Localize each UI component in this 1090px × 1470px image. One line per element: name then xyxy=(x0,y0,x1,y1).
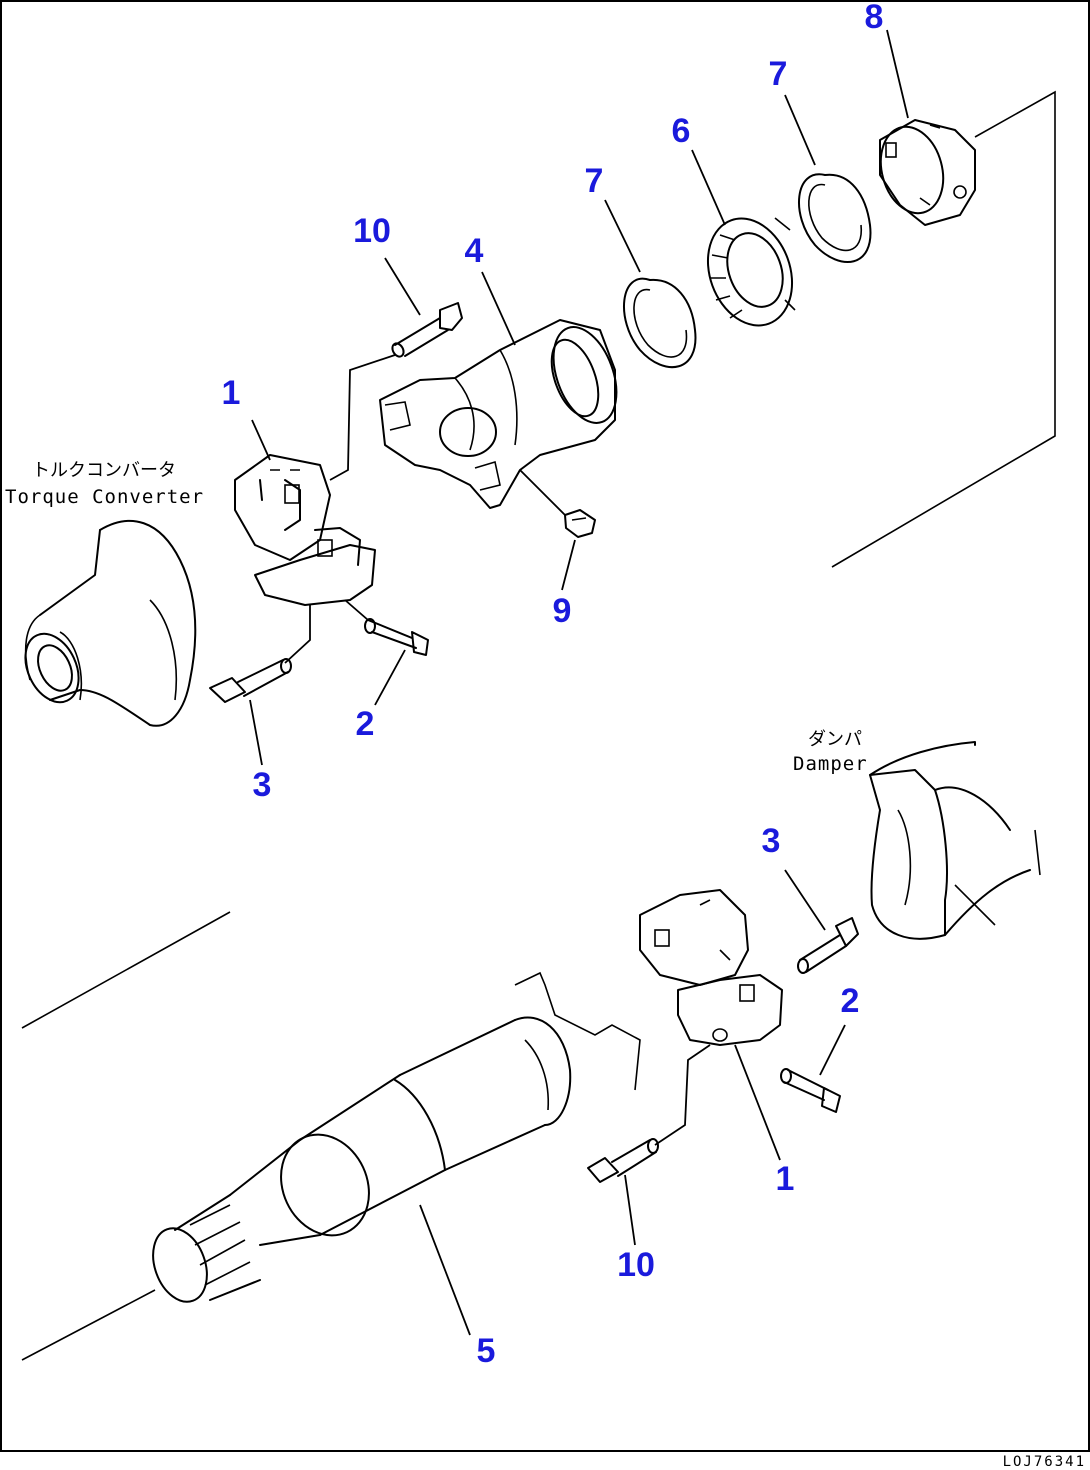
part-6-drawing xyxy=(706,217,796,327)
leader-10-bottom xyxy=(624,1044,711,1246)
torque-converter-drawing xyxy=(24,519,197,727)
bottom-center-line-upper xyxy=(21,911,231,1029)
bottom-shaft-bracket-line xyxy=(514,971,641,1091)
part-10-top-drawing xyxy=(391,302,463,358)
part-9-drawing xyxy=(564,509,596,538)
damper-label-en: Damper xyxy=(793,753,868,775)
callout-2-top[interactable]: 2 xyxy=(356,705,375,743)
callout-1-bottom[interactable]: 1 xyxy=(776,1160,795,1198)
torque-converter-label-en: Torque Converter xyxy=(5,486,204,508)
part-4-drawing xyxy=(379,319,618,509)
leader-1-bottom xyxy=(734,1044,781,1161)
callout-1-top[interactable]: 1 xyxy=(222,374,241,412)
leader-6 xyxy=(691,149,726,226)
callout-3-top[interactable]: 3 xyxy=(253,766,272,804)
leader-9 xyxy=(519,469,576,591)
callout-2-bottom[interactable]: 2 xyxy=(841,982,860,1020)
part-2-top-drawing xyxy=(364,618,429,656)
callout-4[interactable]: 4 xyxy=(465,232,484,270)
callout-6[interactable]: 6 xyxy=(672,112,691,150)
callout-10-top[interactable]: 10 xyxy=(353,212,391,250)
part-3-top-drawing xyxy=(209,658,292,703)
part-5-drawing xyxy=(152,1016,572,1303)
drawing-code: LOJ76341 xyxy=(1003,1454,1086,1470)
part-2-bottom-drawing xyxy=(780,1068,841,1113)
leader-2-top xyxy=(344,599,406,706)
leader-3-top xyxy=(249,605,311,766)
leader-7-left xyxy=(604,199,641,273)
callout-7-left[interactable]: 7 xyxy=(585,162,604,200)
damper-label-jp: ダンパ xyxy=(808,729,862,750)
part-8-drawing xyxy=(879,119,976,226)
top-shaft-bracket-line xyxy=(831,90,1056,568)
leader-3-bottom xyxy=(784,869,826,931)
callout-8[interactable]: 8 xyxy=(865,0,884,36)
torque-converter-label-jp: トルクコンバータ xyxy=(32,460,176,481)
leader-5 xyxy=(419,1204,471,1336)
callout-7-right[interactable]: 7 xyxy=(769,55,788,93)
callout-3-bottom[interactable]: 3 xyxy=(762,822,781,860)
leader-1-top xyxy=(251,419,271,461)
part-10-bottom-drawing xyxy=(587,1138,659,1183)
leader-10-top xyxy=(329,257,421,481)
callout-5[interactable]: 5 xyxy=(477,1332,496,1370)
leader-8 xyxy=(886,29,909,119)
part-7-right-drawing xyxy=(798,173,872,263)
leader-2-bottom xyxy=(819,1024,846,1076)
part-1-top-drawing xyxy=(234,454,376,606)
part-1-bottom-drawing xyxy=(639,889,783,1046)
leader-4 xyxy=(481,271,516,346)
damper-drawing xyxy=(869,741,1041,940)
callout-9[interactable]: 9 xyxy=(553,592,572,630)
leader-7-right xyxy=(784,94,816,166)
callout-10-bottom[interactable]: 10 xyxy=(617,1246,655,1284)
part-3-bottom-drawing xyxy=(797,917,859,974)
part-7-left-drawing xyxy=(623,277,697,368)
bottom-center-line-lower xyxy=(21,1289,156,1361)
